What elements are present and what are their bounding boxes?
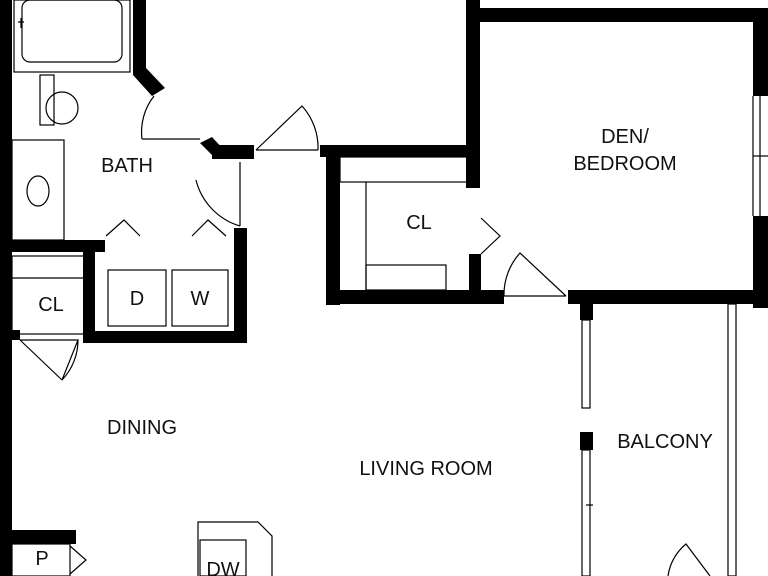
wall-bath-bottom [0, 240, 105, 252]
entry-closet-outline [11, 255, 85, 335]
room-label-dining: DINING [107, 417, 177, 439]
vanity [11, 139, 65, 241]
room-label-bath: BATH [101, 155, 153, 177]
wall-den-left [466, 0, 480, 188]
wall-entry-closet-bottom [0, 330, 20, 340]
wall-closet-right-lower [469, 254, 481, 304]
wall-bath-right-upper [133, 0, 146, 75]
wall-laundry-right [234, 228, 247, 343]
den-closet-shelf [339, 156, 471, 183]
den-closet-door [480, 217, 501, 255]
wall-closet-top [320, 145, 480, 157]
den-door-swing [503, 252, 567, 297]
balcony-slider-upper [581, 319, 591, 409]
sink-icon [26, 175, 50, 207]
wall-closet-left [326, 145, 340, 305]
hall-door-swing [195, 162, 241, 227]
appliance-label-washer: W [191, 288, 210, 310]
wall-closet-bottom [326, 290, 504, 304]
pantry-door [69, 545, 87, 575]
wall-laundry-bottom [83, 331, 247, 343]
wall-den-top [466, 8, 768, 22]
bath-door-swing [140, 95, 200, 140]
wall-balcony-left-mid [580, 432, 593, 450]
dishwasher-box [199, 539, 247, 576]
dryer-box [107, 269, 167, 327]
appliance-label-dryer: D [130, 288, 144, 310]
room-label-balcony: BALCONY [617, 431, 713, 453]
kitchen-counter [197, 521, 273, 576]
appliance-label-dishwasher: DW [206, 559, 239, 576]
appliance-label-pantry: P [35, 548, 48, 570]
faucet-icon [18, 18, 24, 28]
room-label-den-line2: BEDROOM [573, 153, 676, 175]
pantry-box [11, 543, 71, 576]
washer-box [171, 269, 229, 327]
wall-pantry-top [0, 530, 76, 544]
wall-balcony-left-upper [580, 290, 593, 320]
bathtub-basin [21, 0, 123, 63]
fixtures [11, 0, 768, 576]
wall-left-outer [0, 0, 12, 576]
entry-closet-door-swing [19, 339, 79, 381]
toilet-tank [39, 74, 55, 126]
labels: BATH DEN/ BEDROOM CL CL DINING LIVING RO… [35, 126, 712, 576]
toilet-bowl-icon [45, 91, 79, 125]
laundry-door-left [105, 219, 141, 237]
room-label-den-closet: CL [406, 212, 432, 234]
wall-den-right-lower [753, 216, 768, 308]
bedroom-door-swing [255, 105, 319, 151]
wall-den-right-upper [753, 8, 768, 96]
room-label-living-room: LIVING ROOM [359, 458, 492, 480]
wall-hall-stub [212, 145, 254, 159]
wall-laundry-left [83, 240, 95, 343]
wall-den-bottom [568, 290, 768, 304]
den-closet-lower-shelf [365, 264, 447, 291]
balcony-door-swing [667, 543, 711, 576]
balcony-railing [727, 303, 737, 576]
balcony-slider-lower [581, 449, 591, 576]
doors [19, 95, 711, 576]
bathtub [13, 0, 131, 73]
laundry-door-right [191, 219, 227, 237]
wall-bath-diagonal [133, 68, 165, 96]
room-label-entry-closet: CL [38, 294, 64, 316]
room-label-den-line1: DEN/ [601, 126, 649, 148]
